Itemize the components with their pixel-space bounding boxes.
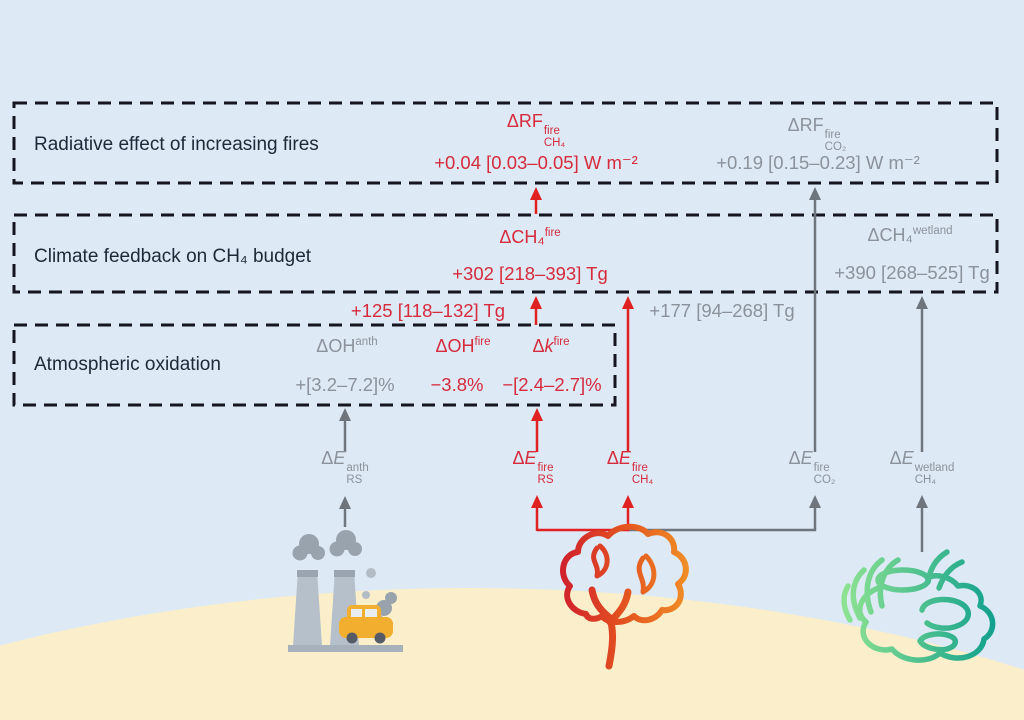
doh-anth-value: +[3.2–7.2]% bbox=[295, 374, 395, 395]
row-title-oxidation: Atmospheric oxidation bbox=[34, 354, 221, 375]
doh-anth-sup: anth bbox=[355, 336, 378, 348]
row-title-budget: Climate feedback on CH₄ budget bbox=[34, 246, 312, 267]
doh-fire-sup: fire bbox=[474, 336, 491, 348]
dk-fire-sup: fire bbox=[553, 336, 570, 348]
de-rs-anth-sub: RS bbox=[346, 474, 363, 487]
de-ch4-fire-sup: fire bbox=[631, 462, 648, 474]
doh-anth-base: ΔOH bbox=[316, 336, 356, 356]
dch4-fire-sup: fire bbox=[544, 227, 561, 239]
direct-flux-value: +177 [94–268] Tg bbox=[649, 300, 795, 321]
dashed-box-oxidation bbox=[12, 323, 617, 407]
de-ch4-wetland-e: E bbox=[901, 448, 914, 468]
dch4-fire-value: +302 [218–393] Tg bbox=[452, 263, 608, 284]
doh-fire-label: ΔOHfire bbox=[435, 336, 490, 357]
dch4-wetland-label: ΔCH₄wetland bbox=[867, 225, 952, 246]
rf-ch4-sub: CH₄ bbox=[543, 137, 566, 150]
de-ch4-wetland-sup: wetland bbox=[914, 462, 955, 474]
dashed-box-budget bbox=[12, 213, 999, 294]
de-ch4-wetland-delta: Δ bbox=[889, 448, 902, 468]
de-co2-fire-delta: Δ bbox=[788, 448, 801, 468]
de-rs-fire-delta: Δ bbox=[512, 448, 525, 468]
dch4-fire-label: ΔCH₄fire bbox=[499, 227, 560, 248]
gray-arrows bbox=[339, 187, 928, 552]
dashed-box-radiative bbox=[12, 101, 999, 185]
de-rs-anth-delta: Δ bbox=[321, 448, 334, 468]
de-ch4-fire-delta: Δ bbox=[606, 448, 619, 468]
rf-ch4-base: ΔRF bbox=[506, 111, 543, 131]
doh-anth-label: ΔOHanth bbox=[316, 336, 377, 357]
dk-fire-delta: Δ bbox=[532, 336, 545, 356]
de-ch4-wetland-sub: CH₄ bbox=[914, 474, 937, 487]
doh-fire-value: −3.8% bbox=[430, 374, 484, 395]
rf-co2-sub: CO₂ bbox=[824, 141, 847, 154]
de-co2-fire-sub: CO₂ bbox=[813, 474, 836, 487]
de-rs-fire-sub: RS bbox=[537, 474, 554, 487]
dch4-wetland-sup: wetland bbox=[912, 225, 953, 237]
de-rs-fire-e: E bbox=[524, 448, 537, 468]
rf-co2-base: ΔRF bbox=[787, 115, 824, 135]
rf-ch4-sup: fire bbox=[543, 125, 560, 137]
dch4-wetland-value: +390 [268–525] Tg bbox=[834, 262, 990, 283]
de-co2-fire-e: E bbox=[800, 448, 813, 468]
oxidation-flux-value: +125 [118–132] Tg bbox=[350, 300, 506, 321]
dk-fire-value: −[2.4–2.7]% bbox=[502, 374, 602, 395]
de-rs-anth-sup: anth bbox=[346, 462, 369, 474]
rf-ch4-fire-value: +0.04 [0.03–0.05] W m⁻² bbox=[434, 152, 638, 173]
de-ch4-fire-sub: CH₄ bbox=[631, 474, 654, 487]
dch4-wetland-base: ΔCH₄ bbox=[867, 225, 913, 245]
rf-co2-sup: fire bbox=[824, 129, 841, 141]
de-ch4-fire-e: E bbox=[618, 448, 631, 468]
dk-fire-label: Δkfire bbox=[532, 336, 569, 357]
row-title-radiative: Radiative effect of increasing fires bbox=[34, 134, 319, 155]
burning-tree-icon bbox=[560, 523, 689, 670]
dk-fire-k: k bbox=[544, 336, 554, 356]
factory-car-icon bbox=[288, 530, 403, 652]
de-rs-anth-e: E bbox=[333, 448, 346, 468]
dch4-fire-base: ΔCH₄ bbox=[499, 227, 545, 247]
doh-fire-base: ΔOH bbox=[435, 336, 475, 356]
wetland-icon bbox=[841, 549, 996, 663]
de-rs-fire-sup: fire bbox=[537, 462, 554, 474]
de-co2-fire-sup: fire bbox=[813, 462, 830, 474]
rf-co2-fire-value: +0.19 [0.15–0.23] W m⁻² bbox=[716, 152, 920, 173]
